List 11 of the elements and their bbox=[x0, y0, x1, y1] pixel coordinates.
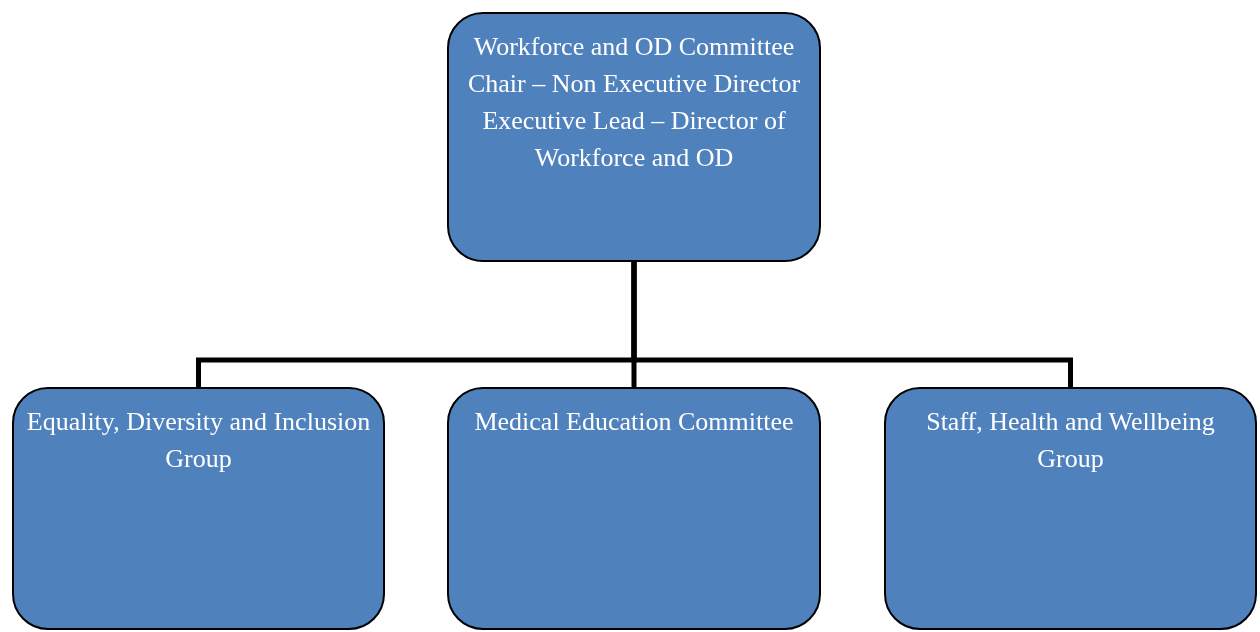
org-box bbox=[12, 387, 385, 630]
org-box bbox=[884, 387, 1257, 630]
box-text: Equality, Diversity and Inclusion Group bbox=[26, 406, 371, 475]
org-box bbox=[447, 387, 821, 630]
connector-line bbox=[631, 262, 1073, 387]
box-text: Chair – Non Executive Director bbox=[466, 68, 802, 100]
box-text: Workforce and OD Committee bbox=[472, 31, 796, 63]
org-box bbox=[447, 12, 821, 262]
box-text: Executive Lead – Director of Workforce and OD bbox=[481, 105, 787, 174]
box-text: Medical Education Committee bbox=[473, 406, 795, 438]
box-text: Staff, Health and Wellbeing Group bbox=[925, 406, 1216, 475]
